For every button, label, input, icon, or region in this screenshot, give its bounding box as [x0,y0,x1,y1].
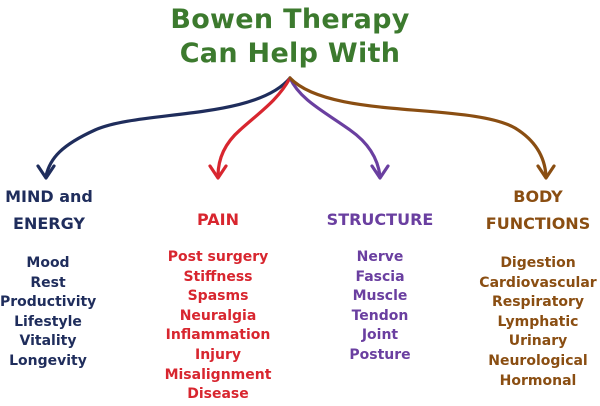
category-structure-items: Nerve Fascia Muscle Tendon Joint Posture [330,248,430,366]
list-item: Injury [195,346,241,363]
list-item: Lifestyle [14,313,82,330]
list-item: Urinary [508,333,568,350]
list-item: Vitality [19,333,77,350]
arrow-body [288,76,548,178]
list-item: Neuralgia [179,307,257,324]
list-item: Misalignment [164,366,272,383]
category-structure-line1: STRUCTURE [326,210,434,229]
arrow-structure [288,76,382,178]
list-item: Mood [26,255,70,271]
category-mind-line1: MIND and [5,187,93,206]
arrow-pain [216,76,292,178]
title-line-1: Bowen Therapy [170,4,410,35]
list-item: Hormonal [499,372,577,389]
list-item: Productivity [0,294,97,311]
list-item: Spasms [187,288,249,305]
list-item: Muscle [352,288,408,305]
list-item: Rest [30,274,66,291]
list-item: Cardiovascular [479,274,597,291]
list-item: Respiratory [491,294,585,311]
list-item: Posture [349,346,411,363]
category-pain-items: Post surgery Stiffness Spasms Neuralgia … [158,248,278,405]
category-body-line1: BODY [513,187,563,206]
list-item: Digestion [500,255,576,271]
category-mind-items: Mood Rest Productivity Lifestyle Vitalit… [0,254,96,372]
title-line-2: Can Help With [179,38,401,69]
list-item: Lymphatic [497,313,579,330]
arrow-mind [44,76,292,178]
category-mind-label: MIND and ENERGY [0,183,98,237]
category-structure-label: STRUCTURE [315,206,445,233]
category-pain-line1: PAIN [197,210,239,229]
arrowhead-structure [370,164,390,180]
list-item: Neurological [488,352,588,369]
category-body-items: Digestion Cardiovascular Respiratory Lym… [476,254,600,391]
list-item: Post surgery [167,249,269,265]
list-item: Joint [361,327,399,344]
list-item: Fascia [355,268,405,285]
arrowhead-body [536,164,556,180]
list-item: Stiffness [183,268,253,285]
arrowhead-pain [208,164,228,180]
list-item: Nerve [356,249,404,265]
list-item: Longevity [9,352,87,369]
list-item: Disease [187,386,249,403]
category-body-label: BODY FUNCTIONS [476,183,600,237]
category-pain-label: PAIN [168,206,268,233]
list-item: Inflammation [165,327,271,344]
list-item: Tendon [351,307,409,324]
arrowhead-mind [36,164,56,180]
category-body-line2: FUNCTIONS [485,214,591,233]
category-mind-line2: ENERGY [13,214,85,233]
